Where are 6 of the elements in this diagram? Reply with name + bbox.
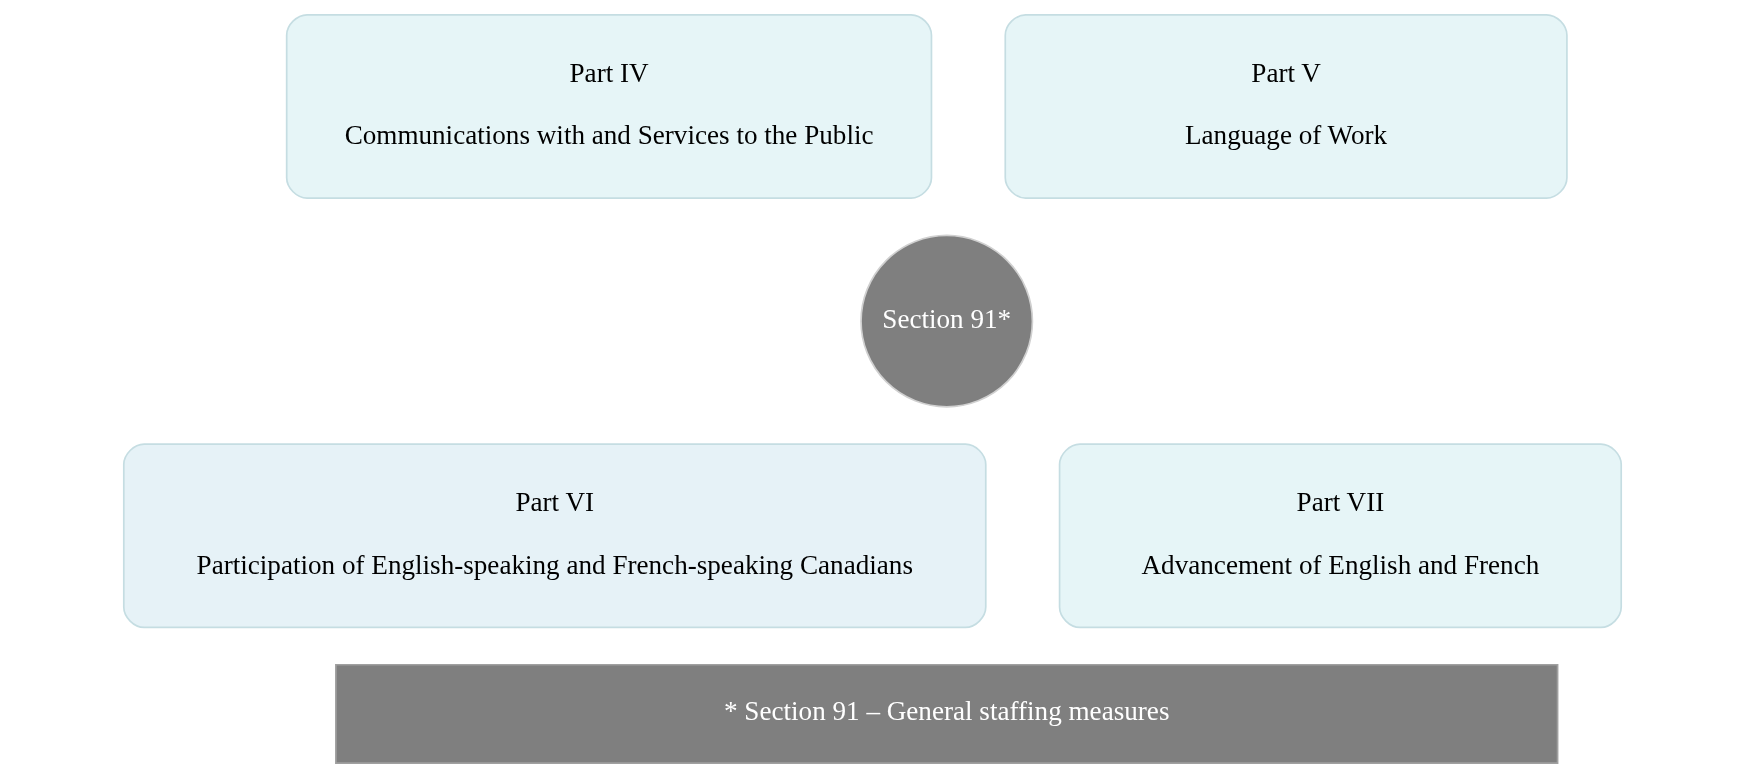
node-box: Part IV Communications with and Services to the Public xyxy=(285,14,933,199)
node-box: * Section 91 – General staffing measures xyxy=(335,663,1559,764)
node-box: Part VI Participation of English-speaking and French-speaking Canadians xyxy=(122,443,987,629)
node-box: Part VII Advancement of English and French xyxy=(1058,443,1623,629)
node-circle: Section 91* xyxy=(860,234,1034,408)
node-box: Part V Language of Work xyxy=(1004,14,1568,199)
